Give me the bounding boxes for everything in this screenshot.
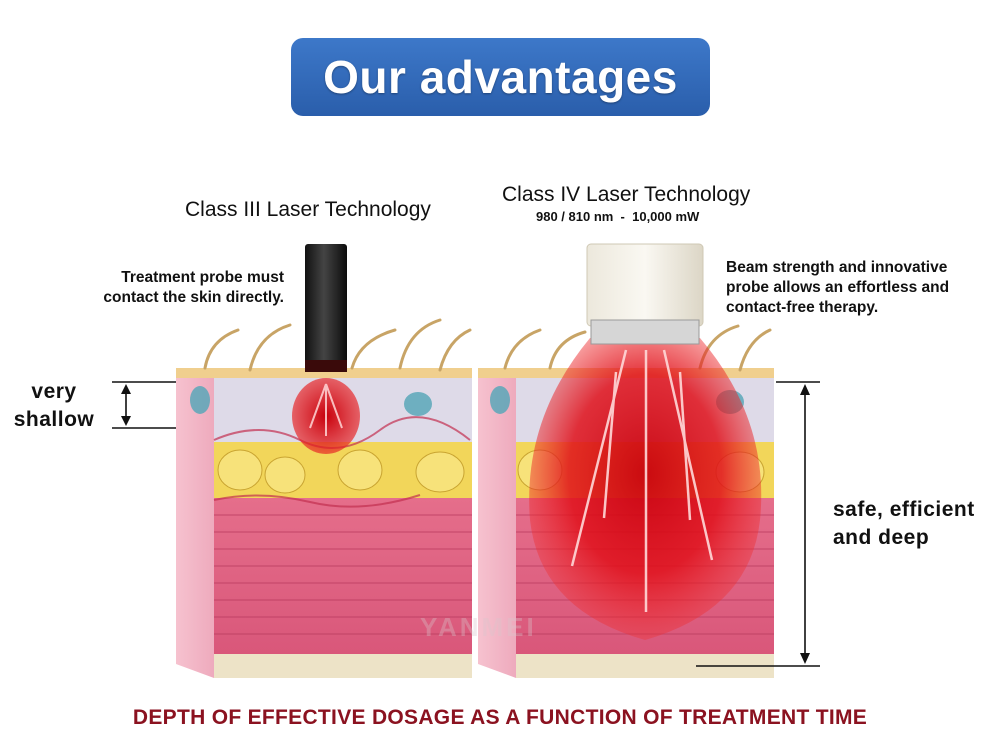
base-layer	[214, 654, 472, 678]
title-banner: Our advantages	[291, 38, 710, 116]
class3-note: Treatment probe must contact the skin di…	[76, 268, 284, 308]
depth-label-line: very	[31, 380, 77, 403]
class4-skin-block	[478, 243, 774, 678]
deep-depth-label: safe, efficient and deep	[833, 496, 999, 552]
shallow-depth-label: very shallow	[6, 378, 102, 434]
class3-note-line: Treatment probe must	[121, 269, 284, 286]
beam-arrows	[570, 349, 714, 612]
muscle-layer	[214, 498, 472, 654]
class3-title: Class III Laser Technology	[185, 198, 431, 221]
shallow-depth-bracket	[112, 381, 176, 429]
class4-note-line: contact-free therapy.	[726, 299, 879, 316]
class3-skin-block	[176, 244, 472, 678]
class4-probe-tip	[590, 319, 700, 345]
depth-label-line: shallow	[13, 408, 95, 431]
class4-note-line: Beam strength and innovative	[726, 259, 948, 276]
watermark: YANMEI	[420, 612, 537, 642]
deep-depth-bracket	[696, 381, 820, 667]
class3-probe	[305, 244, 347, 370]
depth-label-line: safe, efficient	[833, 498, 975, 521]
class3-note-line: contact the skin directly.	[103, 289, 284, 306]
class4-title: Class IV Laser Technology	[502, 183, 751, 206]
block-side-face	[176, 368, 214, 678]
page-title: Our advantages	[323, 51, 678, 103]
class4-note-line: probe allows an effortless and	[726, 279, 950, 296]
footer-caption: DEPTH OF EFFECTIVE DOSAGE AS A FUNCTION …	[132, 706, 868, 729]
class4-note: Beam strength and innovative probe allow…	[726, 258, 996, 318]
block-side-face	[478, 368, 516, 678]
depth-label-line: and deep	[833, 526, 930, 549]
class4-spec: 980 / 810 nm - 10,000 mW	[536, 209, 700, 224]
class4-probe	[586, 243, 704, 327]
